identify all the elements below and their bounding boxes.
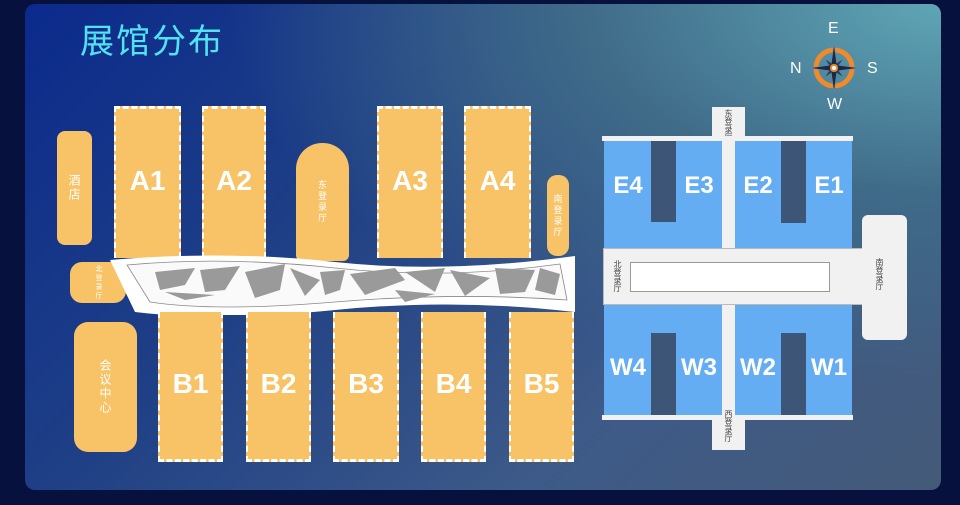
hall-label: E1 [814, 172, 844, 199]
hall-label: A3 [392, 165, 428, 196]
hall-label: W2 [740, 353, 776, 381]
hall-label: B3 [348, 368, 384, 399]
courtyard [651, 141, 676, 222]
hall-e4[interactable]: E4 [604, 141, 652, 231]
courtyard [781, 333, 806, 415]
hall-label: W3 [681, 353, 717, 381]
hall-label: W4 [610, 353, 646, 381]
hall-b5[interactable]: B5 [509, 312, 574, 462]
hall-b3[interactable]: B3 [333, 312, 399, 462]
conference-center[interactable]: 会议中心 [74, 322, 137, 452]
hall-label: A4 [479, 165, 516, 196]
hall-label: E2 [743, 172, 773, 199]
hall-w2[interactable]: W2 [735, 320, 781, 415]
compass-north-label: N [790, 60, 802, 77]
hall-b1[interactable]: B1 [158, 312, 223, 462]
page-title: 展馆分布 [80, 22, 224, 62]
courtyard [781, 141, 806, 223]
east-lobby-label: 东登录厅 [317, 180, 327, 224]
hall-label: A2 [216, 165, 252, 196]
east-lobby[interactable]: 东登录厅 [296, 143, 349, 261]
hall-a1[interactable]: A1 [114, 106, 181, 258]
hall-e2[interactable]: E2 [735, 141, 781, 231]
top-wall [602, 136, 853, 141]
hall-label: B5 [523, 368, 560, 399]
hotel[interactable]: 酒店 [57, 131, 92, 245]
compass-west-label: W [827, 96, 843, 113]
hall-w4[interactable]: W4 [604, 320, 652, 415]
hall-label: E4 [613, 172, 643, 199]
hall-a4[interactable]: A4 [464, 106, 531, 258]
north-lobby-label: 北登录厅 [95, 264, 102, 301]
north-lobby-label: 北登录厅 [613, 260, 622, 292]
south-lobby-label: 南登录厅 [875, 258, 884, 290]
central-corridor [110, 255, 575, 315]
hotel-label: 酒店 [67, 174, 81, 202]
hall-a2[interactable]: A2 [202, 106, 266, 258]
east-lobby-label: 东登录厅 [724, 109, 733, 141]
compass-south-label: S [867, 60, 878, 77]
hall-label: B4 [435, 368, 472, 399]
hall-label: W1 [811, 353, 847, 381]
hall-b4[interactable]: B4 [421, 312, 486, 462]
hall-a3[interactable]: A3 [377, 106, 443, 258]
hall-label: A1 [129, 165, 166, 196]
courtyard [651, 333, 676, 415]
hall-label: E3 [684, 172, 714, 199]
hall-e3[interactable]: E3 [676, 141, 722, 231]
south-lobby[interactable]: 南登录厅 [547, 175, 569, 256]
compass-icon [809, 43, 859, 93]
hall-label: B1 [172, 368, 209, 399]
conference-center-label: 会议中心 [98, 359, 112, 415]
compass-east-label: E [828, 20, 839, 37]
hall-w1[interactable]: W1 [806, 320, 852, 415]
west-lobby-stem [712, 415, 745, 450]
corridor-inner [630, 262, 830, 292]
hall-label: B2 [260, 368, 297, 399]
hall-b2[interactable]: B2 [246, 312, 311, 462]
hall-w3[interactable]: W3 [676, 320, 722, 415]
hall-e1[interactable]: E1 [806, 141, 852, 231]
south-lobby[interactable] [862, 215, 907, 340]
west-lobby-label: 西登录厅 [724, 410, 733, 442]
south-lobby-label: 南登录厅 [552, 193, 563, 238]
east-lobby-stem [712, 107, 745, 139]
